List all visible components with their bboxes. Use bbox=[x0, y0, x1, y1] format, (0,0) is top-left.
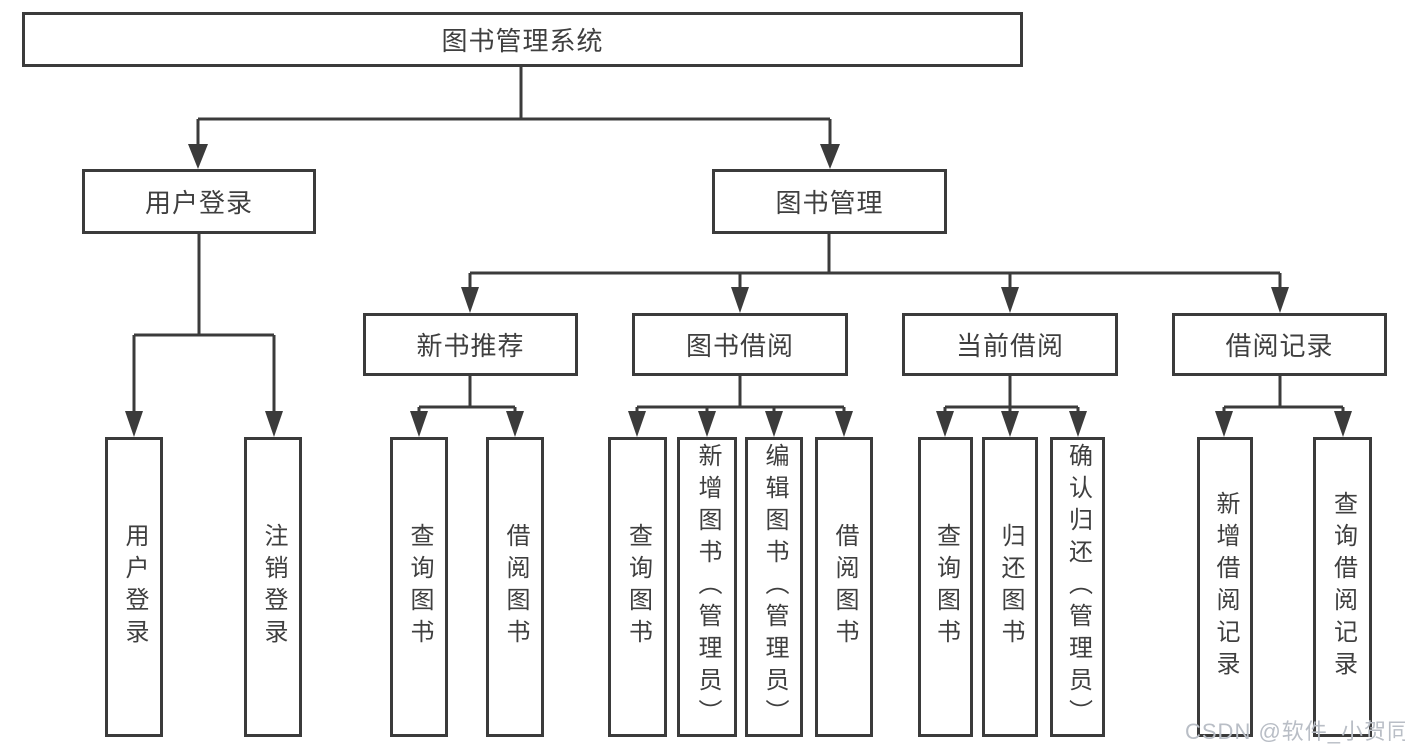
arrowhead bbox=[265, 411, 283, 437]
arrowhead bbox=[1001, 411, 1019, 437]
node-library-management-system: 图书管理系统 bbox=[22, 12, 1023, 67]
csdn-watermark: CSDN @软件_小贺同学 bbox=[1185, 719, 1405, 744]
node-user-login: 用户登录 bbox=[82, 169, 316, 234]
arrowhead bbox=[835, 411, 853, 437]
node-borrowing-records: 借阅记录 bbox=[1172, 313, 1387, 376]
arrowhead bbox=[936, 411, 954, 437]
connector-borrowing-records-to-leaves bbox=[1222, 376, 1345, 413]
arrowhead bbox=[188, 144, 208, 169]
leaf-confirm-return-admin: 确认归还（管理员） bbox=[1050, 437, 1105, 737]
leaf-borrow-books-borrowing: 借阅图书 bbox=[815, 437, 873, 737]
connector-book-management-to-level3 bbox=[468, 233, 1282, 289]
arrowhead bbox=[461, 287, 479, 313]
arrowhead bbox=[410, 411, 428, 437]
arrowhead bbox=[698, 411, 716, 437]
leaf-query-borrow-record: 查询借阅记录 bbox=[1313, 437, 1372, 737]
leaf-return-books: 归还图书 bbox=[982, 437, 1038, 737]
arrowhead bbox=[1215, 411, 1233, 437]
leaf-edit-book-admin: 编辑图书（管理员） bbox=[745, 437, 803, 737]
connector-current-borrowing-to-leaves bbox=[943, 376, 1080, 413]
leaf-add-borrow-record: 新增借阅记录 bbox=[1197, 437, 1253, 737]
node-current-borrowing: 当前借阅 bbox=[902, 313, 1118, 376]
arrowhead bbox=[1334, 411, 1352, 437]
arrowhead bbox=[820, 144, 840, 169]
leaf-logout: 注销登录 bbox=[244, 437, 302, 737]
leaf-user-login: 用户登录 bbox=[105, 437, 163, 737]
node-new-book-recommendation: 新书推荐 bbox=[363, 313, 578, 376]
arrowhead bbox=[628, 411, 646, 437]
node-book-borrowing: 图书借阅 bbox=[632, 313, 848, 376]
arrowhead bbox=[506, 411, 524, 437]
arrowhead bbox=[125, 411, 143, 437]
connector-new-book-recommendation-to-leaves bbox=[417, 376, 517, 413]
connector-user-login-to-leaves bbox=[132, 233, 276, 413]
arrowhead bbox=[1271, 287, 1289, 313]
connector-book-borrowing-to-leaves bbox=[635, 376, 846, 413]
node-book-management: 图书管理 bbox=[712, 169, 947, 234]
leaf-query-books-current: 查询图书 bbox=[918, 437, 973, 737]
leaf-query-books-recommend: 查询图书 bbox=[390, 437, 448, 737]
arrowhead bbox=[1001, 287, 1019, 313]
leaf-add-book-admin: 新增图书（管理员） bbox=[677, 437, 737, 737]
arrowhead bbox=[731, 287, 749, 313]
arrowhead bbox=[765, 411, 783, 437]
connector-root-to-level2 bbox=[196, 66, 832, 146]
leaf-borrow-books-recommend: 借阅图书 bbox=[486, 437, 544, 737]
arrowhead bbox=[1069, 411, 1087, 437]
leaf-query-books-borrowing: 查询图书 bbox=[608, 437, 667, 737]
